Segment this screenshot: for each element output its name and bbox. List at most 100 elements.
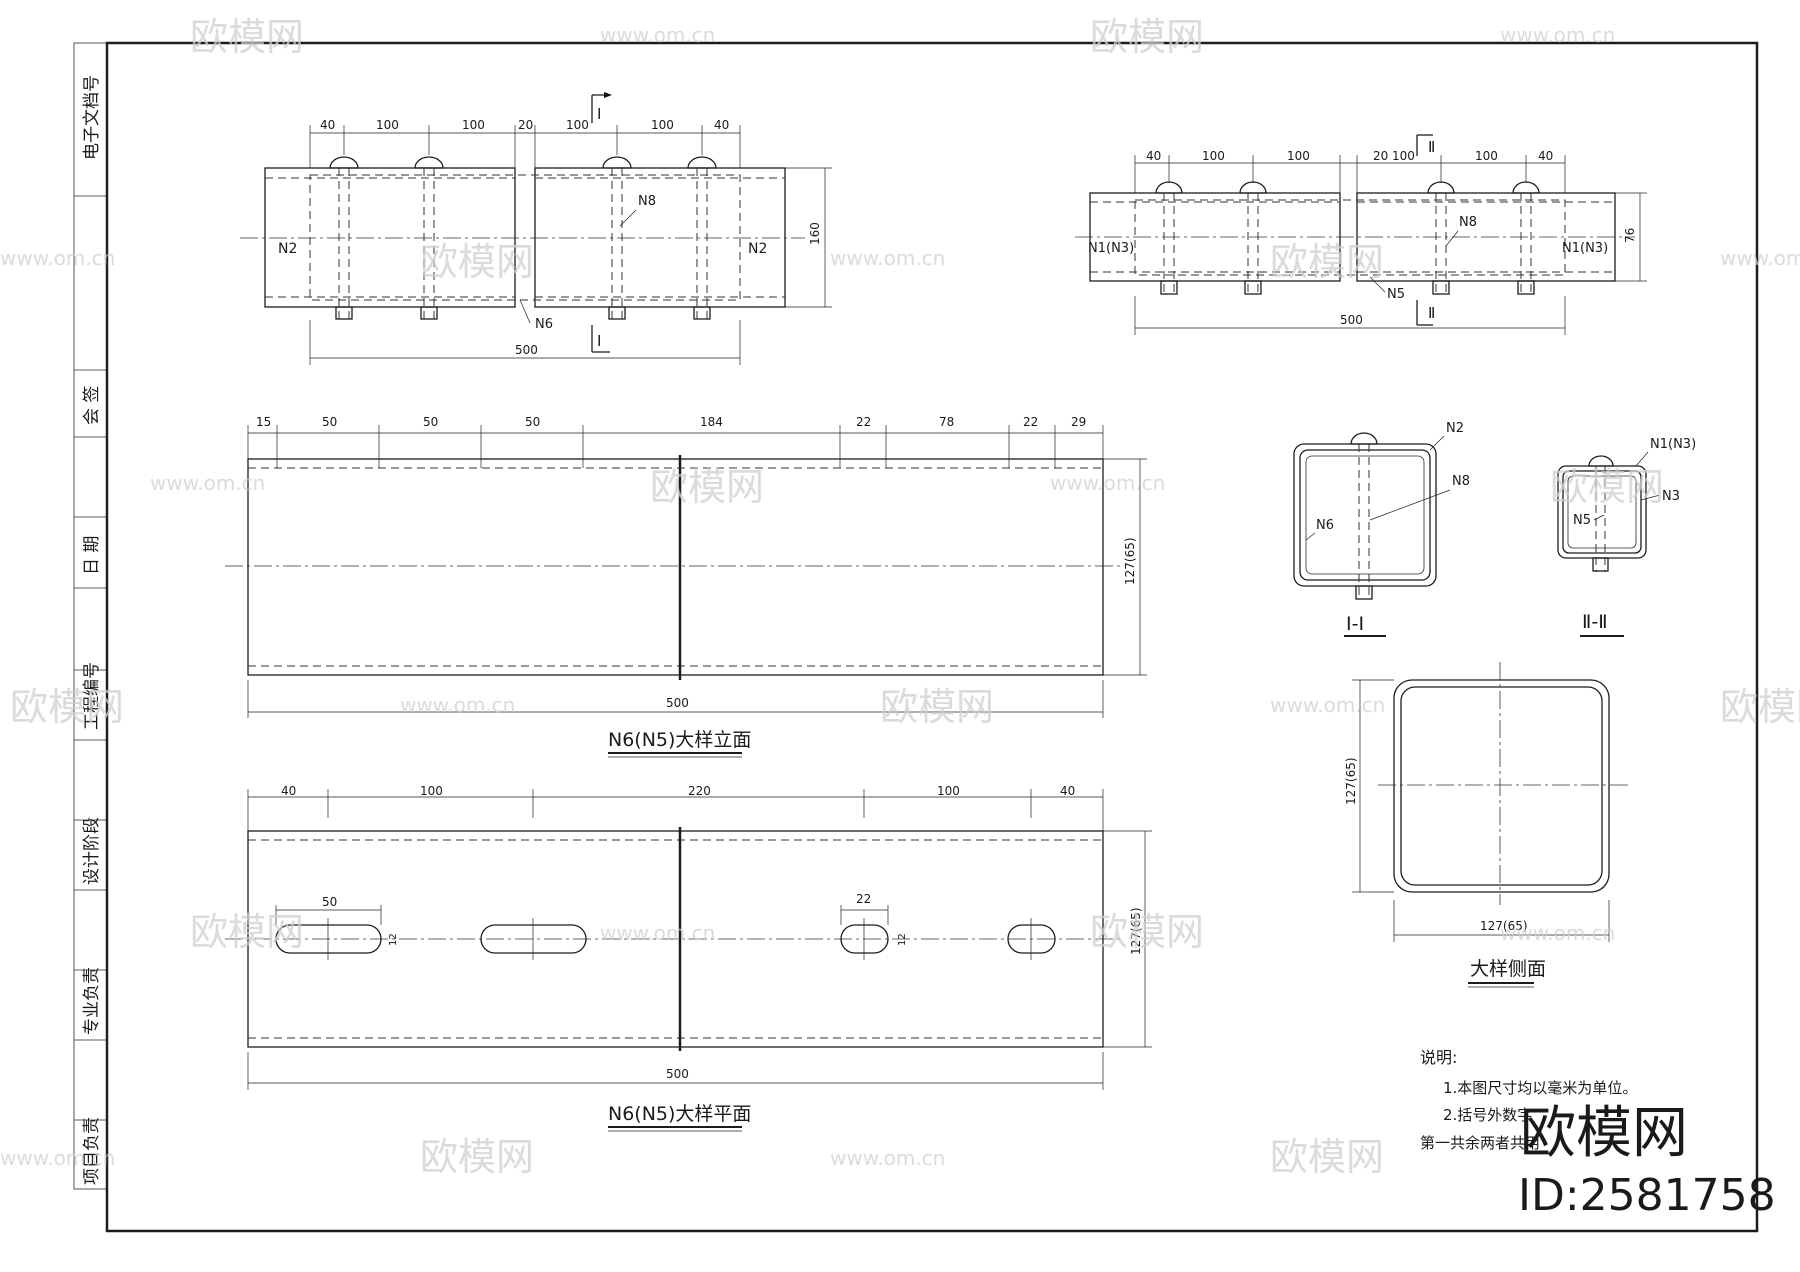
plan-slot-dim-long: 50 (322, 895, 337, 909)
tl-label-left: N2 (278, 241, 297, 257)
s2-caption: Ⅱ-Ⅱ (1582, 611, 1608, 633)
svg-text:www.om.cn: www.om.cn (400, 693, 515, 717)
title-block: 电子文档号 会 签 日 期 工程编号 设计阶段 专业负责 项目负责 (73, 42, 108, 1190)
side-height-dim: 127(65) (1344, 757, 1358, 805)
svg-text:欧模网: 欧模网 (1270, 1135, 1384, 1179)
elevation-detail: 15 50 50 50 184 22 78 22 29 127(65) 500 … (225, 415, 1147, 758)
tr-dim-6: 40 (1538, 149, 1553, 163)
svg-text:欧模网: 欧模网 (1720, 685, 1800, 729)
s2-label-n3: N3 (1662, 489, 1680, 504)
tl-bottom-dim: 500 (515, 343, 538, 357)
tr-dim-5: 100 (1475, 149, 1498, 163)
tr-section-mark-bottom: Ⅱ (1428, 304, 1435, 322)
plan-dim-0: 40 (281, 784, 296, 798)
tr-label-n5: N5 (1387, 287, 1405, 302)
elev-caption: N6(N5)大样立面 (608, 729, 751, 751)
plan-dim-2: 220 (688, 784, 711, 798)
section-1-detail: N2 N8 N6 I-I (1293, 421, 1470, 637)
tr-dim-4: 100 (1392, 149, 1415, 163)
notes-block: 说明: 1.本图尺寸均以毫米为单位。 2.括号外数字 第一共余两者共用 (1420, 1048, 1637, 1152)
tl-section-mark-bottom: I (597, 332, 601, 350)
s2-label-n1: N1(N3) (1650, 437, 1696, 452)
elev-dim-2: 50 (423, 415, 438, 429)
svg-text:欧模网: 欧模网 (1270, 240, 1384, 284)
tl-dim-1: 100 (376, 118, 399, 132)
elev-dim-8: 29 (1071, 415, 1086, 429)
svg-text:www.om.cn: www.om.cn (0, 246, 115, 270)
svg-text:www.om.cn: www.om.cn (600, 23, 715, 47)
brand-overlay: 欧模网 ID:2581758 (1518, 1101, 1776, 1221)
plan-slot-height-2: 12 (897, 933, 908, 946)
plan-detail: 40 100 220 100 40 50 22 12 12 127(65) 50… (225, 784, 1152, 1132)
svg-text:欧模网: 欧模网 (1090, 15, 1204, 59)
plan-dim-3: 100 (937, 784, 960, 798)
side-width-dim: 127(65) (1480, 919, 1528, 933)
tr-dim-2: 100 (1287, 149, 1310, 163)
plan-caption: N6(N5)大样平面 (608, 1103, 751, 1125)
notes-line-2: 2.括号外数字 (1443, 1106, 1532, 1124)
svg-text:www.om.cn: www.om.cn (1270, 693, 1385, 717)
elev-dim-0: 15 (256, 415, 271, 429)
tl-label-n6: N6 (535, 317, 553, 332)
plan-slot-height-1: 12 (388, 933, 399, 946)
plan-bottom-dim: 500 (666, 1067, 689, 1081)
tr-label-right: N1(N3) (1562, 241, 1608, 256)
svg-text:欧模网: 欧模网 (650, 465, 764, 509)
plan-height-dim: 127(65) (1129, 907, 1143, 955)
svg-text:www.om.cn: www.om.cn (830, 1146, 945, 1170)
plan-dim-4: 40 (1060, 784, 1075, 798)
top-left-bolted-view: 40 100 100 20 100 100 40 I I 160 500 N2 … (240, 92, 832, 365)
watermark-layer: 欧模网 欧模网 欧模网 欧模网 欧模网 欧模网 欧模网 欧模网 欧模网 欧模网 … (0, 15, 1800, 1179)
svg-text:www.om.cn: www.om.cn (600, 921, 715, 945)
svg-text:欧模网: 欧模网 (420, 240, 534, 284)
plan-dim-1: 100 (420, 784, 443, 798)
tr-section-mark-top: Ⅱ (1428, 138, 1435, 156)
title-item-4: 设计阶段 (82, 817, 102, 885)
elev-dim-1: 50 (322, 415, 337, 429)
elev-bottom-dim: 500 (666, 696, 689, 710)
tr-label-left: N1(N3) (1088, 241, 1134, 256)
s1-label-n2: N2 (1446, 421, 1464, 436)
tr-dim-0: 40 (1146, 149, 1161, 163)
svg-text:www.om.cn: www.om.cn (1050, 471, 1165, 495)
tl-dim-5: 100 (651, 118, 674, 132)
elev-height-dim: 127(65) (1123, 537, 1137, 585)
sheet-frame (105, 41, 1759, 1233)
tl-section-mark-top: I (597, 105, 601, 123)
svg-text:www.om.cn: www.om.cn (830, 246, 945, 270)
notes-line-3: 第一共余两者共用 (1420, 1134, 1540, 1152)
svg-text:欧模网: 欧模网 (880, 685, 994, 729)
tl-dim-2: 100 (462, 118, 485, 132)
elev-dim-3: 50 (525, 415, 540, 429)
svg-text:www.om.cn: www.om.cn (1500, 921, 1615, 945)
title-item-0: 电子文档号 (82, 75, 102, 160)
tl-dim-4: 100 (566, 118, 589, 132)
tl-dim-6: 40 (714, 118, 729, 132)
tr-dim-3: 20 (1373, 149, 1388, 163)
tl-label-n8: N8 (638, 194, 656, 209)
elev-dim-6: 78 (939, 415, 954, 429)
svg-text:欧模网: 欧模网 (1550, 465, 1664, 509)
tr-height-dim: 76 (1623, 228, 1637, 243)
notes-line-1: 1.本图尺寸均以毫米为单位。 (1443, 1079, 1637, 1097)
brand-id: ID:2581758 (1518, 1170, 1776, 1221)
section-2-detail: N1(N3) N3 N5 Ⅱ-Ⅱ (1557, 437, 1696, 637)
s1-label-n6: N6 (1316, 518, 1334, 533)
tr-bottom-dim: 500 (1340, 313, 1363, 327)
tl-height-dim: 160 (808, 222, 822, 245)
s1-label-n8: N8 (1452, 474, 1470, 489)
tr-label-n8: N8 (1459, 215, 1477, 230)
side-caption: 大样侧面 (1470, 958, 1546, 980)
tr-dim-1: 100 (1202, 149, 1225, 163)
title-item-5: 专业负责 (82, 967, 102, 1035)
svg-text:欧模网: 欧模网 (10, 685, 124, 729)
top-right-bolted-view: 40 100 100 20 100 100 40 Ⅱ Ⅱ 76 500 N1(N… (1075, 134, 1647, 335)
title-item-6: 项目负责 (82, 1117, 102, 1185)
svg-text:欧模网: 欧模网 (420, 1135, 534, 1179)
title-item-3: 工程编号 (82, 662, 102, 730)
brand-logo-text: 欧模网 (1520, 1101, 1688, 1166)
elev-dim-7: 22 (1023, 415, 1038, 429)
svg-text:www.om.cn: www.om.cn (0, 1146, 115, 1170)
plan-slot-dim-short: 22 (856, 892, 871, 906)
